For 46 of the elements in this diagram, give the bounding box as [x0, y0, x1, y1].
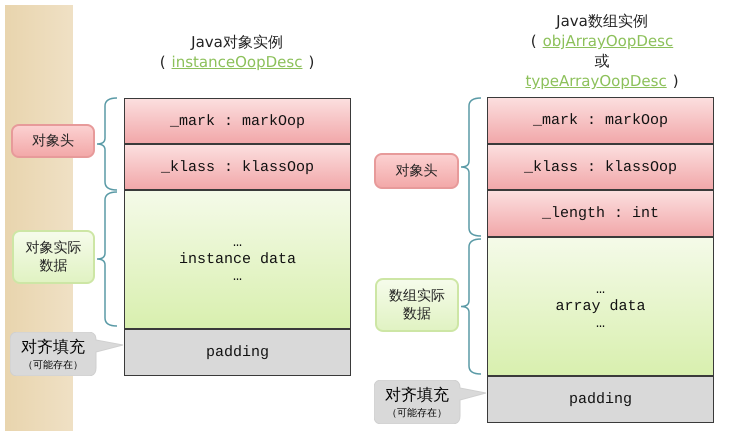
- heading-text: (: [530, 32, 537, 50]
- note-text: （可能存在）: [23, 358, 83, 372]
- callout-text: 对象头: [396, 162, 438, 180]
- callout-label: [11, 124, 95, 158]
- memory-cell: [124, 190, 351, 329]
- memory-cell: [487, 144, 714, 190]
- cell-text: _klass : klassOop: [160, 158, 314, 176]
- callout-text: 对象头: [32, 132, 74, 150]
- heading-text: ): [308, 53, 314, 71]
- memory-cell: [487, 376, 714, 423]
- memory-cell: [124, 329, 351, 376]
- cell-text: _klass : klassOop: [524, 158, 678, 176]
- cell-text: …: [232, 268, 242, 285]
- callout-bubble: [374, 380, 487, 424]
- callout-label: [375, 278, 459, 332]
- cell-text: _mark : markOop: [532, 112, 668, 129]
- link: typeArrayOopDesc: [525, 72, 667, 90]
- callout-label: [374, 153, 459, 189]
- memory-cell: [487, 97, 714, 144]
- callout-text: 对象实际数据: [24, 238, 82, 276]
- callout-bubble: [10, 332, 124, 376]
- callout-text: 数组实际数据: [388, 286, 446, 324]
- cell-text: array data: [555, 298, 646, 315]
- heading-text: ): [672, 72, 679, 90]
- cell-text: instance data: [178, 251, 296, 268]
- cell-text: _mark : markOop: [170, 112, 306, 130]
- link: objArrayOopDesc: [542, 32, 674, 50]
- cell-text: …: [232, 234, 242, 251]
- cell-text: padding: [568, 391, 632, 408]
- memory-cell: [124, 144, 351, 190]
- cell-text: padding: [206, 344, 269, 361]
- heading-text: Java数组实例: [556, 12, 648, 31]
- callout-label: [12, 230, 95, 284]
- heading-text: Java对象实例: [191, 33, 283, 52]
- heading-text: (: [160, 53, 166, 71]
- callout-text: 对齐填充: [385, 384, 449, 406]
- note-text: （可能存在）: [387, 406, 447, 420]
- memory-cell: [487, 190, 714, 237]
- memory-cell: [487, 237, 714, 376]
- cell-text: _length : int: [542, 205, 660, 222]
- cell-text: …: [596, 315, 605, 332]
- link: instanceOopDesc: [172, 53, 302, 71]
- callout-text: 对齐填充: [21, 336, 85, 358]
- heading-text: 或: [594, 52, 610, 71]
- cell-text: …: [596, 281, 605, 298]
- memory-cell: [124, 98, 351, 144]
